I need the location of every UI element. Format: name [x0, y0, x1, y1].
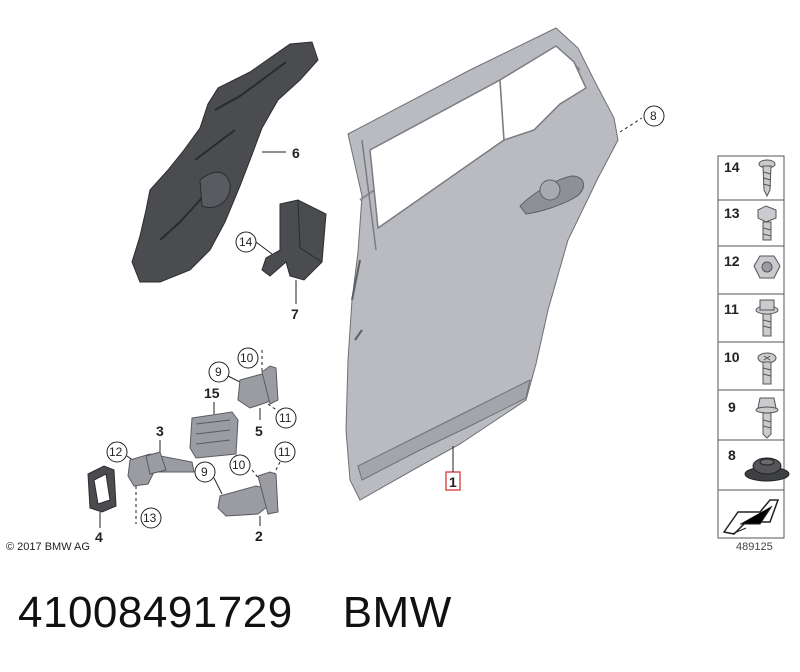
callout-10-lower: 10 [232, 458, 246, 472]
callout-9-upper: 9 [215, 365, 222, 379]
callout-6: 6 [292, 145, 300, 161]
torx-screw-icon [757, 352, 777, 385]
part-2-lower-hinge[interactable] [217, 471, 279, 517]
footer-caption: 41008491729 BMW [18, 588, 452, 638]
callout-10-upper: 10 [240, 351, 254, 365]
part-7-lock-module[interactable] [261, 199, 327, 281]
part-15-door-stop[interactable] [189, 411, 239, 459]
parts-diagram-svg: 6 7 14 1 8 9 10 11 5 15 [87, 27, 790, 545]
parts-diagram: 6 7 14 1 8 9 10 11 5 15 [87, 27, 790, 545]
sidebar-label-11: 11 [724, 301, 739, 317]
callout-11-upper: 11 [279, 411, 292, 425]
part-5-upper-hinge[interactable] [237, 365, 279, 409]
flange-bolt-icon [755, 299, 779, 337]
copyright-text: © 2017 BMW AG [6, 541, 90, 553]
callout-8: 8 [650, 109, 657, 123]
part-4-seal-gasket[interactable] [87, 465, 117, 513]
sidebar-box-13[interactable] [717, 199, 785, 247]
sidebar-box-14[interactable] [717, 155, 785, 201]
sidebar-label-8: 8 [728, 447, 736, 463]
brand-name: BMW [342, 588, 452, 637]
screw-icon [758, 159, 776, 198]
diagram-number: 489125 [736, 541, 773, 553]
callout-15: 15 [204, 385, 220, 401]
callout-7: 7 [291, 306, 299, 322]
arrow-icon [722, 499, 780, 535]
callout-1: 1 [449, 474, 457, 490]
sidebar-label-14: 14 [724, 159, 740, 175]
sidebar-label-9: 9 [728, 399, 736, 415]
hex-nut-icon [753, 255, 781, 279]
part-number: 41008491729 [18, 588, 293, 637]
callout-9-lower: 9 [201, 465, 208, 479]
part-3-door-check-strap[interactable] [127, 451, 195, 487]
sidebar-label-13: 13 [724, 205, 740, 221]
callout-5: 5 [255, 423, 263, 439]
callout-12: 12 [109, 445, 123, 459]
callout-3: 3 [156, 423, 164, 439]
callout-11-lower: 11 [278, 445, 291, 459]
sidebar-label-12: 12 [724, 253, 740, 269]
part-6-insulation-panel[interactable] [131, 41, 319, 283]
sidebar-label-10: 10 [724, 349, 740, 365]
callout-14: 14 [239, 235, 253, 249]
grommet-icon [744, 457, 790, 482]
part-1-door-shell[interactable] [345, 27, 619, 501]
sidebar-parts-list: 14 13 12 11 10 9 8 [717, 155, 790, 539]
callout-4: 4 [95, 529, 103, 545]
hex-bolt-icon [757, 205, 777, 241]
hex-bolt-washer-icon [755, 397, 779, 439]
callout-2: 2 [255, 528, 263, 544]
callout-13: 13 [143, 511, 157, 525]
